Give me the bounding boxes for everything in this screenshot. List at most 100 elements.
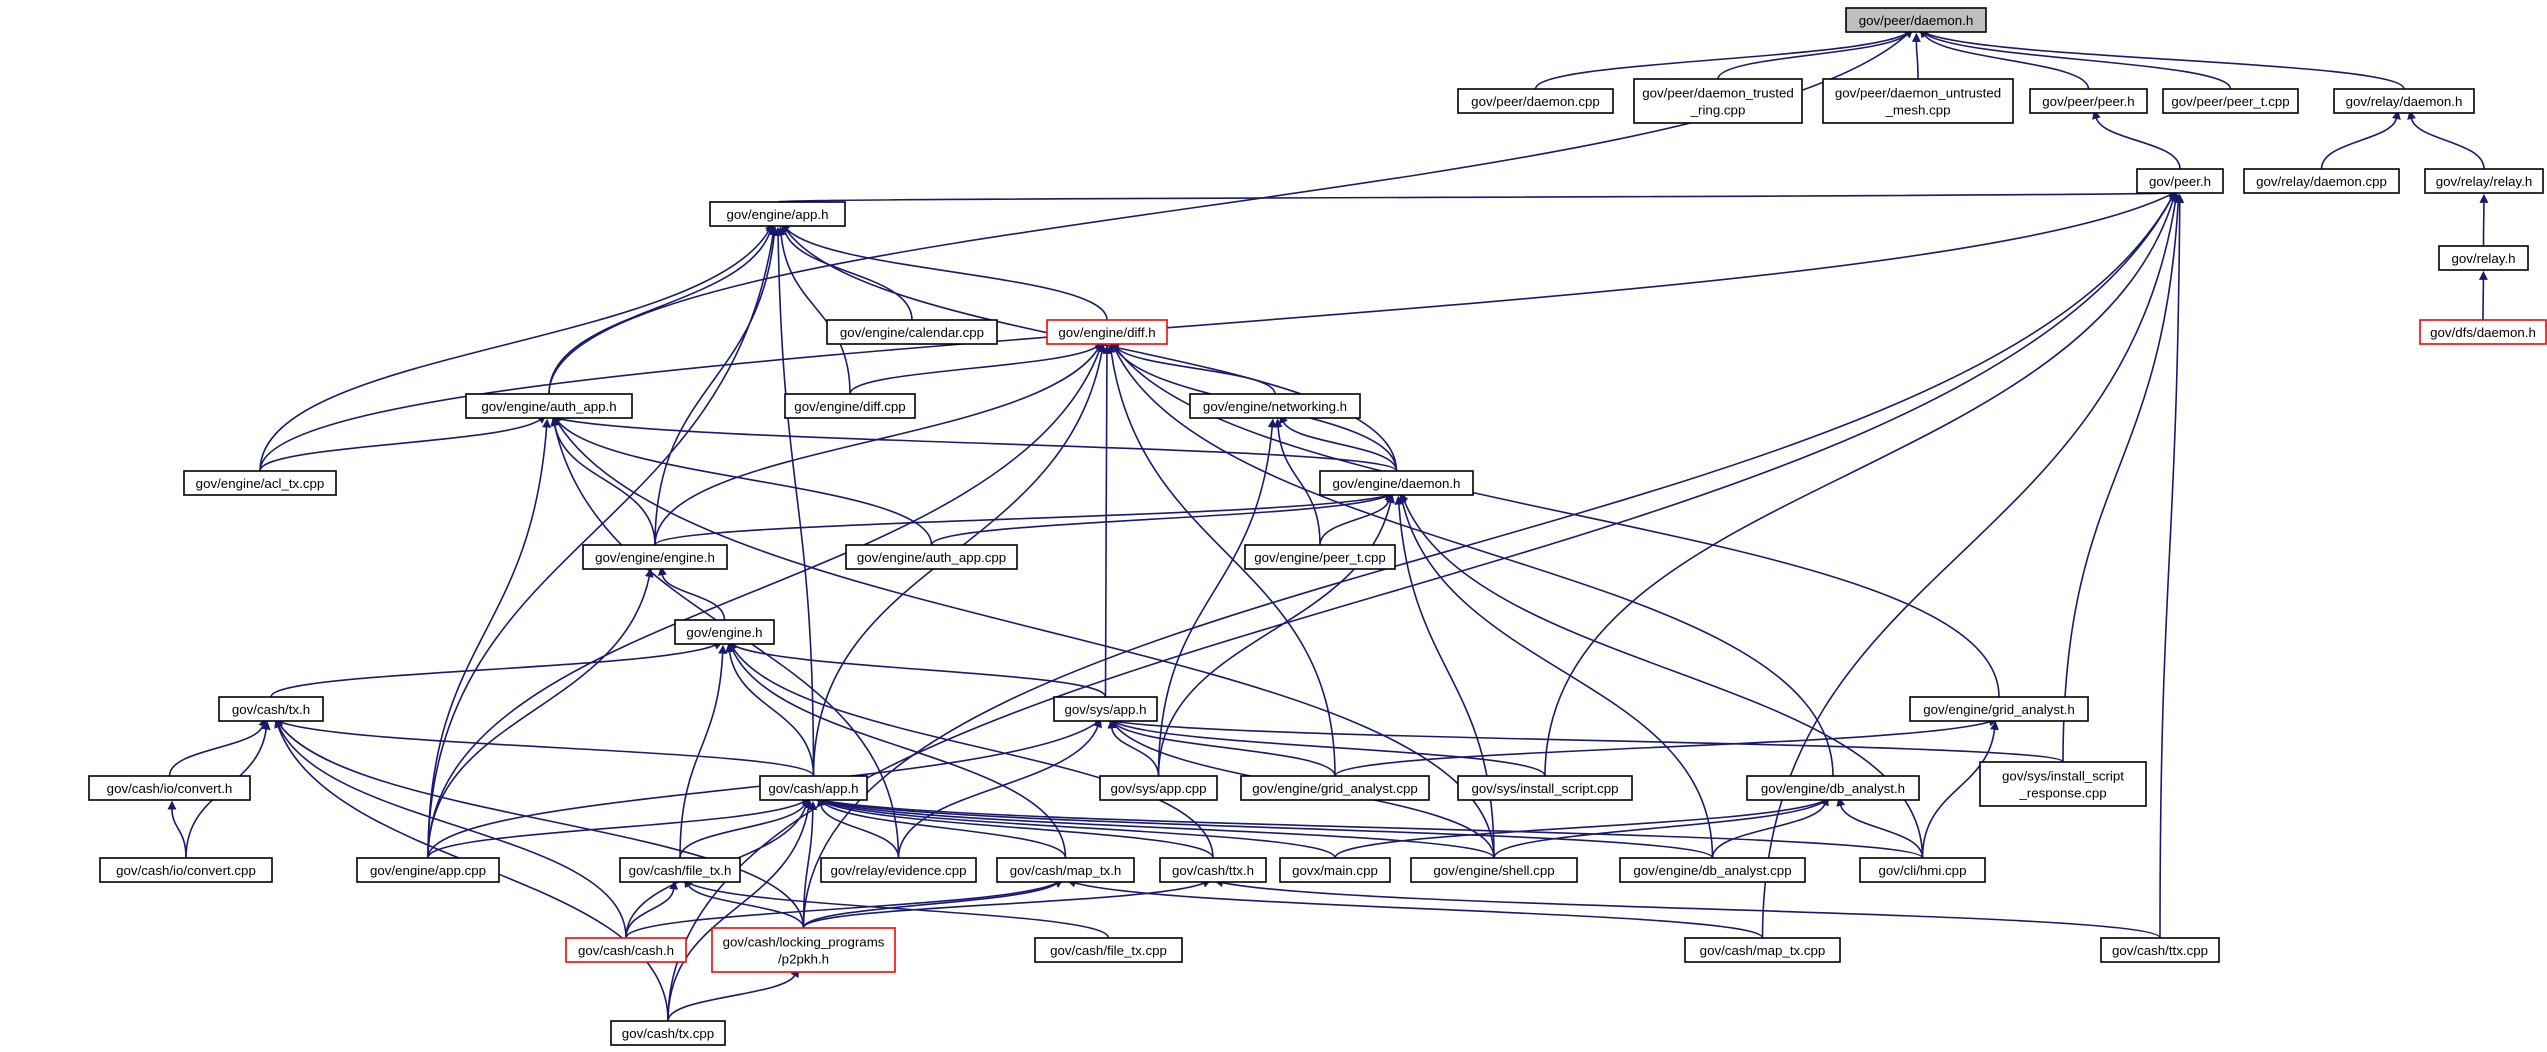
node-box[interactable] bbox=[2162, 88, 2299, 114]
node-box[interactable] bbox=[1909, 696, 2089, 722]
node-gov_dfs_daemon_h[interactable]: gov/dfs/daemon.h bbox=[2419, 319, 2547, 345]
node-box[interactable] bbox=[1099, 775, 1218, 801]
node-gov_peer_daemon_trusted_ring_cpp[interactable]: gov/peer/daemon_trusted_ring.cpp bbox=[1633, 78, 1803, 124]
node-gov_cash_tx_h[interactable]: gov/cash/tx.h bbox=[218, 696, 324, 722]
node-box[interactable] bbox=[565, 937, 687, 963]
node-gov_sys_install_script_response_cpp[interactable]: gov/sys/install_script_response.cpp bbox=[1979, 761, 2147, 807]
node-box[interactable] bbox=[2100, 937, 2220, 963]
node-box[interactable] bbox=[1746, 775, 1920, 801]
node-box[interactable] bbox=[582, 544, 728, 570]
node-box[interactable] bbox=[619, 857, 741, 883]
node-gov_engine_engine_h[interactable]: gov/engine/engine.h bbox=[582, 544, 728, 570]
node-box[interactable] bbox=[1457, 775, 1633, 801]
node-box[interactable] bbox=[1845, 7, 1987, 33]
node-box[interactable] bbox=[183, 470, 337, 496]
node-gov_engine_networking_h[interactable]: gov/engine/networking.h bbox=[1189, 393, 1361, 419]
node-box[interactable] bbox=[820, 857, 977, 883]
node-box[interactable] bbox=[1159, 857, 1267, 883]
node-box[interactable] bbox=[709, 201, 846, 227]
node-box[interactable] bbox=[2029, 88, 2148, 114]
node-gov_cash_io_convert_cpp[interactable]: gov/cash/io/convert.cpp bbox=[99, 857, 273, 883]
node-gov_cash_ttx_cpp[interactable]: gov/cash/ttx.cpp bbox=[2100, 937, 2220, 963]
node-box[interactable] bbox=[2136, 168, 2224, 194]
node-box[interactable] bbox=[2419, 319, 2547, 345]
node-gov_engine_app_cpp[interactable]: gov/engine/app.cpp bbox=[356, 857, 500, 883]
node-gov_engine_db_analyst_h[interactable]: gov/engine/db_analyst.h bbox=[1746, 775, 1920, 801]
node-box[interactable] bbox=[1633, 78, 1803, 124]
node-gov_engine_daemon_h[interactable]: gov/engine/daemon.h bbox=[1319, 470, 1474, 496]
node-box[interactable] bbox=[356, 857, 500, 883]
node-govx_main_cpp[interactable]: govx/main.cpp bbox=[1279, 857, 1391, 883]
node-gov_peer_daemon_h[interactable]: gov/peer/daemon.h bbox=[1845, 7, 1987, 33]
node-gov_peer_peer_h[interactable]: gov/peer/peer.h bbox=[2029, 88, 2148, 114]
node-gov_engine_auth_app_cpp[interactable]: gov/engine/auth_app.cpp bbox=[845, 544, 1018, 570]
node-gov_relay_evidence_cpp[interactable]: gov/relay/evidence.cpp bbox=[820, 857, 977, 883]
node-gov_engine_auth_app_h[interactable]: gov/engine/auth_app.h bbox=[465, 393, 633, 419]
node-box[interactable] bbox=[826, 319, 998, 345]
node-gov_engine_peer_t_cpp[interactable]: gov/engine/peer_t.cpp bbox=[1244, 544, 1396, 570]
node-gov_cash_ttx_h[interactable]: gov/cash/ttx.h bbox=[1159, 857, 1267, 883]
node-gov_sys_install_script_cpp[interactable]: gov/sys/install_script.cpp bbox=[1457, 775, 1633, 801]
node-gov_peer_daemon_cpp[interactable]: gov/peer/daemon.cpp bbox=[1457, 88, 1614, 114]
node-box[interactable] bbox=[2424, 168, 2544, 194]
node-box[interactable] bbox=[2243, 168, 2400, 194]
node-box[interactable] bbox=[1457, 88, 1614, 114]
node-box[interactable] bbox=[1240, 775, 1430, 801]
node-box[interactable] bbox=[2333, 88, 2475, 114]
node-box[interactable] bbox=[1046, 319, 1168, 345]
node-gov_peer_daemon_untrusted_mesh_cpp[interactable]: gov/peer/daemon_untrusted_mesh.cpp bbox=[1822, 78, 2014, 124]
node-gov_engine_acl_tx_cpp[interactable]: gov/engine/acl_tx.cpp bbox=[183, 470, 337, 496]
node-gov_engine_diff_h[interactable]: gov/engine/diff.h bbox=[1046, 319, 1168, 345]
node-gov_sys_app_cpp[interactable]: gov/sys/app.cpp bbox=[1099, 775, 1218, 801]
node-gov_cash_map_tx_h[interactable]: gov/cash/map_tx.h bbox=[996, 857, 1135, 883]
node-gov_cli_hmi_cpp[interactable]: gov/cli/hmi.cpp bbox=[1859, 857, 1986, 883]
node-gov_cash_file_tx_h[interactable]: gov/cash/file_tx.h bbox=[619, 857, 741, 883]
node-box[interactable] bbox=[88, 775, 251, 801]
node-box[interactable] bbox=[1684, 937, 1841, 963]
node-box[interactable] bbox=[610, 1020, 726, 1046]
node-box[interactable] bbox=[1822, 78, 2014, 124]
node-box[interactable] bbox=[759, 775, 868, 801]
node-gov_relay_relay_h[interactable]: gov/relay/relay.h bbox=[2424, 168, 2544, 194]
node-gov_sys_app_h[interactable]: gov/sys/app.h bbox=[1053, 696, 1158, 722]
node-box[interactable] bbox=[784, 393, 916, 419]
node-gov_relay_daemon_cpp[interactable]: gov/relay/daemon.cpp bbox=[2243, 168, 2400, 194]
node-box[interactable] bbox=[1619, 857, 1806, 883]
node-box[interactable] bbox=[218, 696, 324, 722]
node-box[interactable] bbox=[1979, 761, 2147, 807]
node-box[interactable] bbox=[1410, 857, 1578, 883]
node-gov_engine_calendar_cpp[interactable]: gov/engine/calendar.cpp bbox=[826, 319, 998, 345]
node-box[interactable] bbox=[996, 857, 1135, 883]
node-box[interactable] bbox=[674, 619, 775, 645]
node-box[interactable] bbox=[1189, 393, 1361, 419]
node-gov_engine_shell_cpp[interactable]: gov/engine/shell.cpp bbox=[1410, 857, 1578, 883]
node-box[interactable] bbox=[1279, 857, 1391, 883]
node-gov_cash_io_convert_h[interactable]: gov/cash/io/convert.h bbox=[88, 775, 251, 801]
node-gov_cash_locking_programs_p2pkh_h[interactable]: gov/cash/locking_programs/p2pkh.h bbox=[711, 927, 896, 973]
node-gov_cash_map_tx_cpp[interactable]: gov/cash/map_tx.cpp bbox=[1684, 937, 1841, 963]
node-box[interactable] bbox=[845, 544, 1018, 570]
node-gov_relay_h[interactable]: gov/relay.h bbox=[2438, 245, 2529, 271]
node-gov_engine_app_h[interactable]: gov/engine/app.h bbox=[709, 201, 846, 227]
node-gov_peer_peer_t_cpp[interactable]: gov/peer/peer_t.cpp bbox=[2162, 88, 2299, 114]
node-gov_cash_file_tx_cpp[interactable]: gov/cash/file_tx.cpp bbox=[1034, 937, 1183, 963]
node-box[interactable] bbox=[99, 857, 273, 883]
node-box[interactable] bbox=[2438, 245, 2529, 271]
node-box[interactable] bbox=[711, 927, 896, 973]
node-box[interactable] bbox=[1319, 470, 1474, 496]
node-gov_engine_h[interactable]: gov/engine.h bbox=[674, 619, 775, 645]
node-box[interactable] bbox=[1859, 857, 1986, 883]
node-gov_engine_grid_analyst_cpp[interactable]: gov/engine/grid_analyst.cpp bbox=[1240, 775, 1430, 801]
node-box[interactable] bbox=[465, 393, 633, 419]
node-gov_engine_grid_analyst_h[interactable]: gov/engine/grid_analyst.h bbox=[1909, 696, 2089, 722]
node-gov_engine_db_analyst_cpp[interactable]: gov/engine/db_analyst.cpp bbox=[1619, 857, 1806, 883]
node-gov_engine_diff_cpp[interactable]: gov/engine/diff.cpp bbox=[784, 393, 916, 419]
node-gov_relay_daemon_h[interactable]: gov/relay/daemon.h bbox=[2333, 88, 2475, 114]
node-gov_cash_tx_cpp[interactable]: gov/cash/tx.cpp bbox=[610, 1020, 726, 1046]
node-gov_peer_h[interactable]: gov/peer.h bbox=[2136, 168, 2224, 194]
node-box[interactable] bbox=[1053, 696, 1158, 722]
node-box[interactable] bbox=[1034, 937, 1183, 963]
node-box[interactable] bbox=[1244, 544, 1396, 570]
node-gov_cash_app_h[interactable]: gov/cash/app.h bbox=[759, 775, 868, 801]
node-gov_cash_cash_h[interactable]: gov/cash/cash.h bbox=[565, 937, 687, 963]
